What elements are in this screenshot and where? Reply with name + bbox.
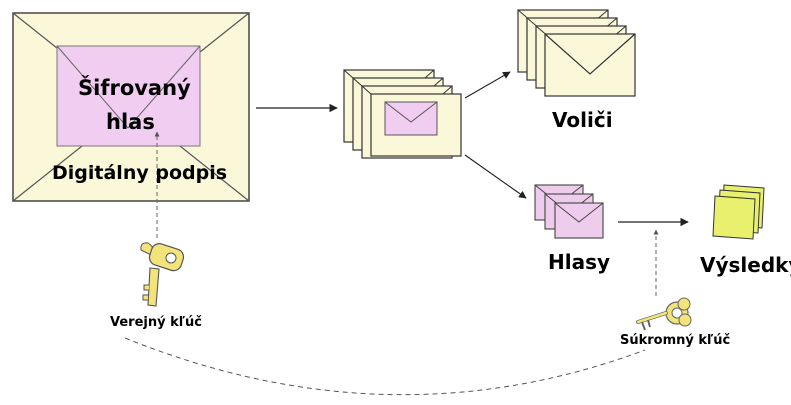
ornate-key-icon	[636, 297, 692, 331]
arrow-to-votes	[464, 154, 527, 199]
private-key-label: Súkromný kľúč	[620, 333, 731, 348]
voters-envelope-stack	[517, 9, 636, 97]
public-key-label: Verejný kľúč	[110, 315, 202, 330]
encrypted-vote-line2: hlas	[106, 110, 155, 134]
digital-signature-label: Digitálny podpis	[52, 162, 228, 184]
votes-label: Hlasy	[548, 250, 611, 274]
envelope-stack	[343, 69, 462, 159]
encrypted-vote-line1: Šifrovaný	[78, 76, 191, 100]
votes-envelope-stack	[534, 184, 604, 239]
golden-key-icon	[140, 242, 185, 307]
inner-vote-envelope	[384, 101, 438, 136]
voters-label: Voliči	[552, 108, 613, 132]
arrow-to-voters	[464, 71, 511, 99]
results-label: Výsledky	[700, 253, 791, 277]
signed-envelope	[12, 12, 250, 202]
encrypted-vote-envelope	[56, 45, 201, 147]
key-pair-dashed-curve	[124, 337, 646, 396]
document-stack-icon	[712, 184, 765, 240]
